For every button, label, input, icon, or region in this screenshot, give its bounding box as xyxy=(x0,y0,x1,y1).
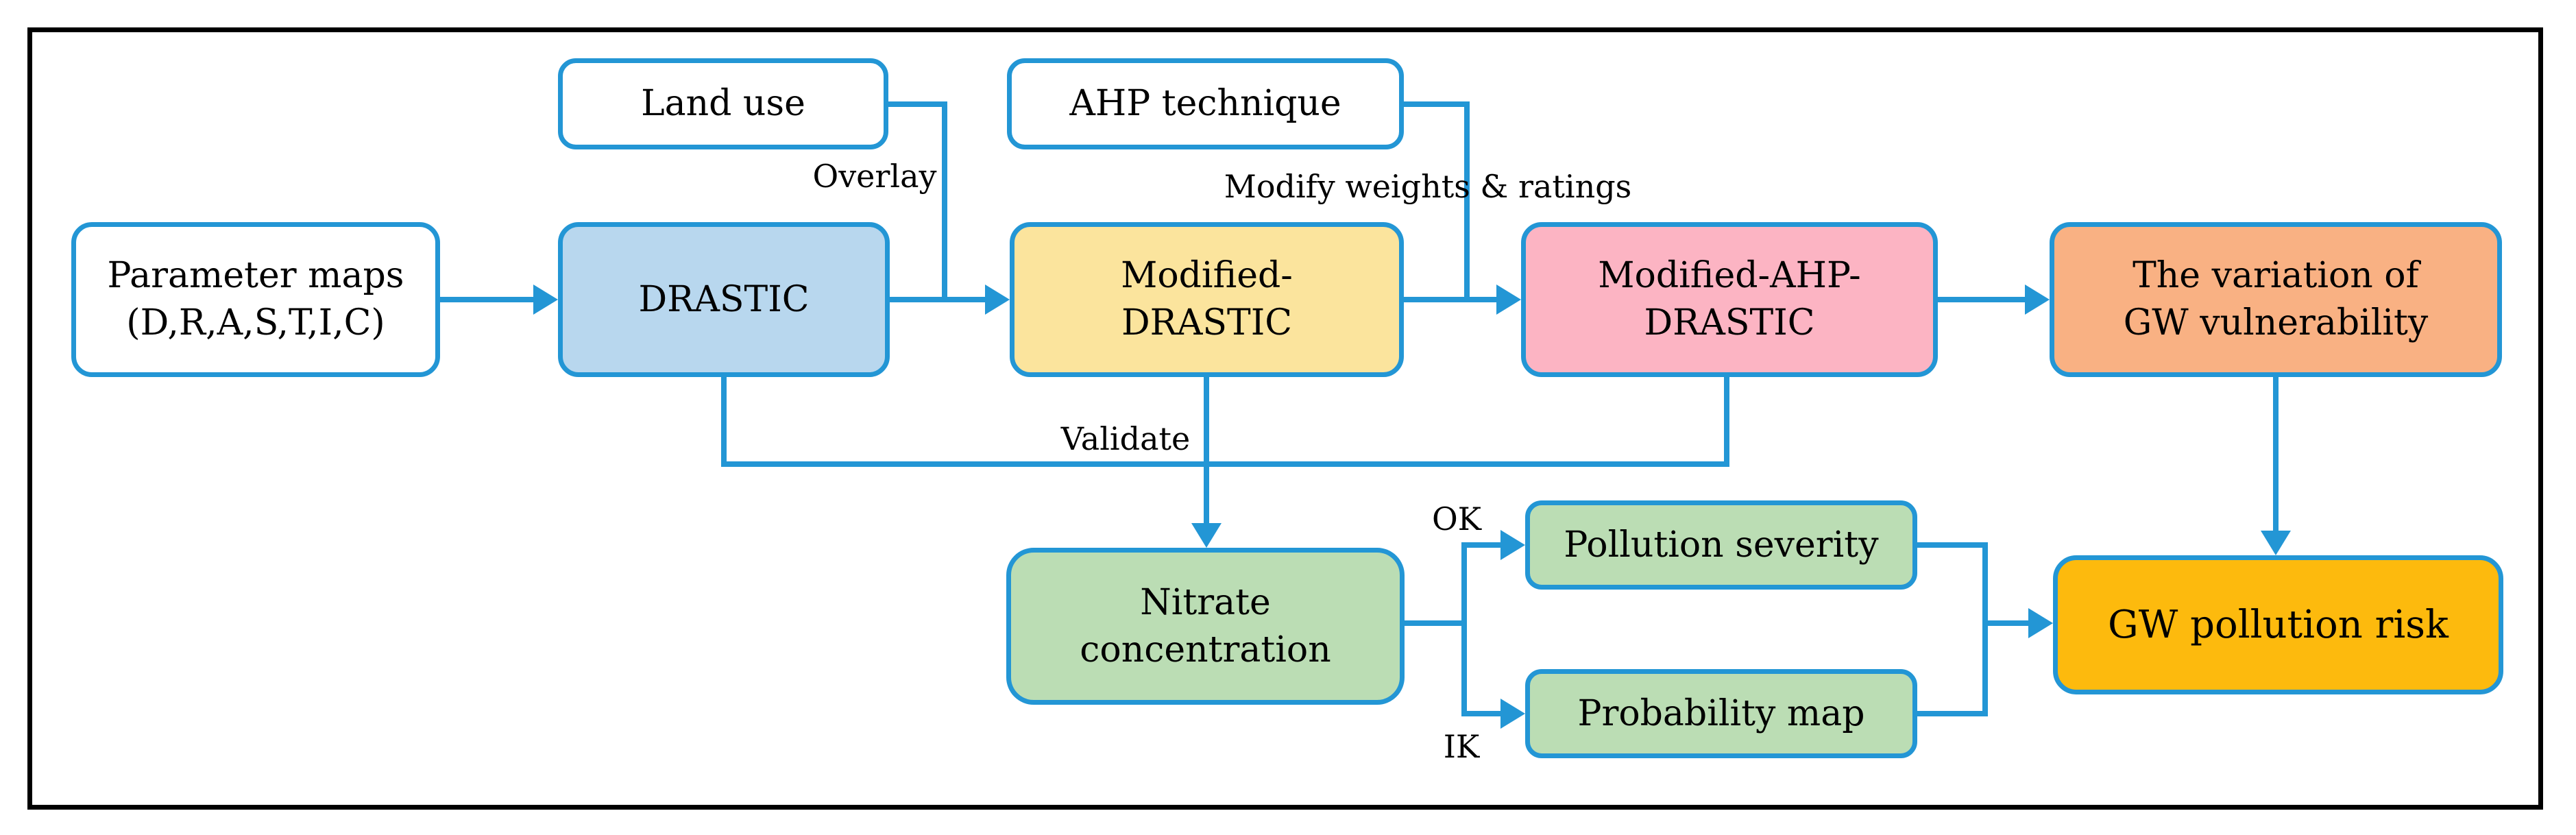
edge-modified-drastic-to-modified-ahp xyxy=(1404,297,1496,302)
node-parameter-maps: Parameter maps (D,R,A,S,T,I,C) xyxy=(71,222,440,377)
edge-probability-map-out xyxy=(1917,711,1988,716)
node-ahp-technique: AHP technique xyxy=(1007,58,1404,149)
edge-drastic-to-modified-drastic xyxy=(890,297,985,302)
node-pollution-severity-label: Pollution severity xyxy=(1564,524,1879,566)
node-modified-drastic-line2: DRASTIC xyxy=(1121,302,1293,343)
edge-land-use-horizontal xyxy=(888,101,947,107)
edge-modified-drastic-to-nitrate xyxy=(1204,377,1209,523)
edge-variation-to-risk xyxy=(2273,377,2279,531)
arrowhead-into-probability-map-icon xyxy=(1500,699,1525,729)
figure-border xyxy=(27,27,2543,810)
node-modified-ahp-drastic-line2: DRASTIC xyxy=(1644,302,1815,343)
node-parameter-maps-line1: Parameter maps xyxy=(107,255,404,297)
edge-parameter-maps-to-drastic xyxy=(440,297,533,302)
node-gw-pollution-risk-label: GW pollution risk xyxy=(2108,602,2449,647)
edge-label-overlay: Overlay xyxy=(812,158,937,195)
node-ahp-technique-label: AHP technique xyxy=(1069,83,1341,125)
node-nitrate-line2: concentration xyxy=(1080,629,1331,670)
node-modified-drastic: Modified- DRASTIC xyxy=(1010,222,1404,377)
arrowhead-into-nitrate-icon xyxy=(1191,523,1222,548)
edge-merge-to-risk xyxy=(1982,620,2028,626)
arrowhead-into-variation-icon xyxy=(2025,285,2050,315)
node-drastic: DRASTIC xyxy=(558,222,890,377)
edge-label-validate: Validate xyxy=(1060,420,1191,457)
arrowhead-into-risk-top-icon xyxy=(2261,531,2291,555)
node-land-use-label: Land use xyxy=(641,83,805,125)
edge-validate-right-vertical xyxy=(1724,377,1729,467)
arrowhead-into-risk-left-icon xyxy=(2028,608,2053,638)
edge-label-modify-weights: Modify weights & ratings xyxy=(1224,168,1632,205)
edge-label-ok: OK xyxy=(1431,500,1482,537)
arrowhead-into-drastic-icon xyxy=(533,285,558,315)
node-modified-ahp-drastic: Modified-AHP- DRASTIC xyxy=(1521,222,1938,377)
edge-modified-ahp-to-variation xyxy=(1938,297,2025,302)
node-land-use: Land use xyxy=(558,58,888,149)
node-nitrate-line1: Nitrate xyxy=(1140,581,1271,623)
edge-ik-branch xyxy=(1461,711,1500,716)
edge-land-use-vertical xyxy=(942,101,947,302)
edge-validate-horizontal xyxy=(721,461,1729,467)
node-gw-variation-line2: GW vulnerability xyxy=(2123,302,2429,343)
arrowhead-into-modified-drastic-icon xyxy=(985,285,1010,315)
edge-ok-branch xyxy=(1461,542,1500,548)
edge-ahp-horizontal xyxy=(1404,101,1470,107)
edge-pollution-severity-out xyxy=(1917,542,1988,548)
edge-label-ik: IK xyxy=(1443,728,1480,765)
node-parameter-maps-line2: (D,R,A,S,T,I,C) xyxy=(126,302,385,343)
arrowhead-into-pollution-severity-icon xyxy=(1500,530,1525,560)
edge-merge-vertical xyxy=(1982,542,1988,716)
edge-ahp-vertical xyxy=(1464,101,1470,302)
edge-nitrate-stub xyxy=(1405,620,1467,626)
node-gw-variation-line1: The variation of xyxy=(2133,255,2419,297)
node-drastic-label: DRASTIC xyxy=(638,278,810,320)
arrowhead-into-modified-ahp-icon xyxy=(1496,285,1521,315)
node-probability-map: Probability map xyxy=(1525,669,1917,758)
node-nitrate-concentration: Nitrate concentration xyxy=(1006,548,1405,705)
node-gw-variation: The variation of GW vulnerability xyxy=(2050,222,2502,377)
edge-validate-left-vertical xyxy=(721,377,727,467)
edge-nitrate-fork-vertical xyxy=(1461,542,1467,716)
node-modified-drastic-line1: Modified- xyxy=(1121,255,1293,297)
node-probability-map-label: Probability map xyxy=(1577,692,1865,734)
node-pollution-severity: Pollution severity xyxy=(1525,500,1917,590)
node-modified-ahp-drastic-line1: Modified-AHP- xyxy=(1598,255,1861,297)
node-gw-pollution-risk: GW pollution risk xyxy=(2053,555,2503,694)
